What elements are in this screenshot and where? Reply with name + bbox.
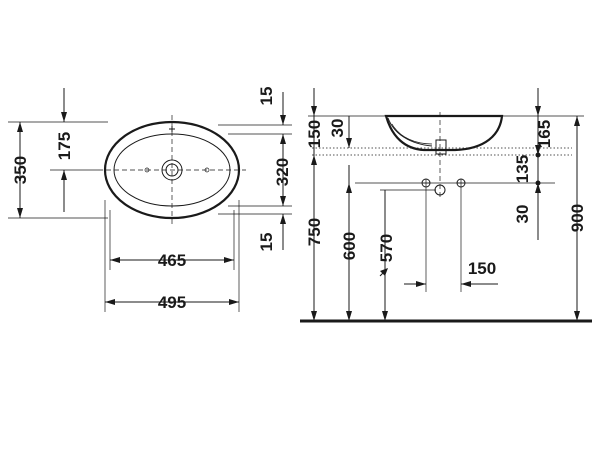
dim-15-top-label: 15 [257, 87, 276, 106]
dim-750-label: 750 [305, 218, 324, 246]
dim-15-bottom-label: 15 [257, 233, 276, 252]
dim-570-label: 570 [377, 234, 396, 262]
dim-30-bowl-label: 30 [328, 119, 347, 138]
dim-900-label: 900 [568, 204, 587, 232]
drain-outer [161, 159, 183, 181]
dim-350-label: 350 [11, 156, 30, 184]
dim-320-label: 320 [273, 158, 292, 186]
dim-465-label: 465 [158, 251, 186, 270]
dim-495-label: 495 [158, 293, 186, 312]
drain-body [435, 139, 447, 155]
dim-30-tap-label: 30 [513, 205, 532, 224]
dim-600-label: 600 [340, 232, 359, 260]
dim-165-label: 165 [535, 120, 554, 148]
dim-175-label: 175 [55, 132, 74, 160]
tap-hole-right [204, 167, 210, 173]
dim-150-bottom-label: 150 [468, 259, 496, 278]
plan-view: 495 465 350 175 15 320 [8, 87, 292, 312]
dim-135-label: 135 [513, 155, 532, 183]
tap-hole-left [144, 167, 150, 173]
drain-inner [165, 163, 179, 177]
side-view: 150 750 30 600 570 150 165 [300, 88, 592, 323]
dim-150-left-label: 150 [305, 120, 324, 148]
basin-bowl-profile [384, 114, 504, 152]
basin-inner-slope [387, 117, 433, 147]
